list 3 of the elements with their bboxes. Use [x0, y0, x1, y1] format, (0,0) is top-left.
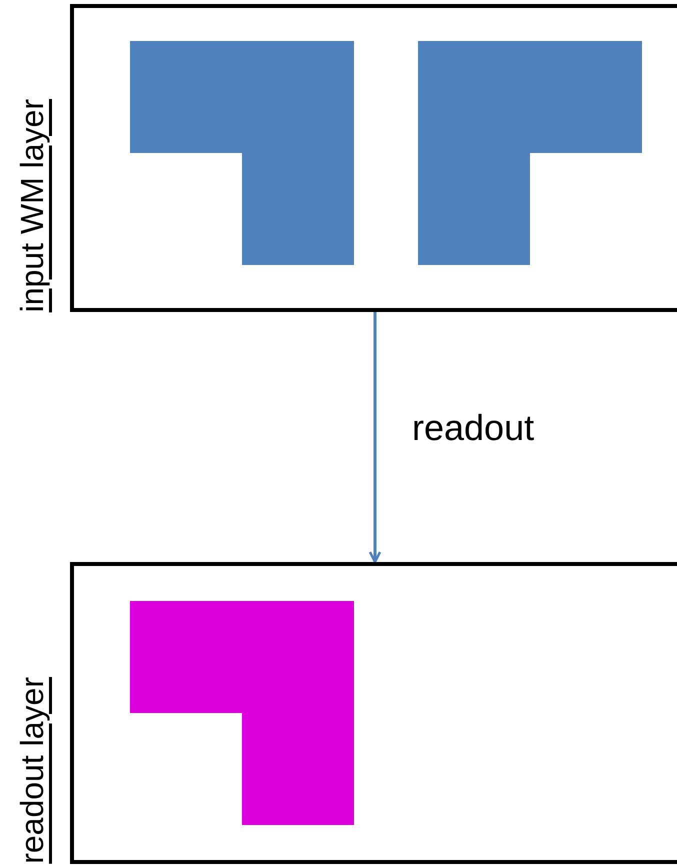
layer-title: input WM layer — [13, 98, 51, 312]
layer-title: readout layer — [13, 677, 51, 864]
arrow — [368, 312, 382, 564]
